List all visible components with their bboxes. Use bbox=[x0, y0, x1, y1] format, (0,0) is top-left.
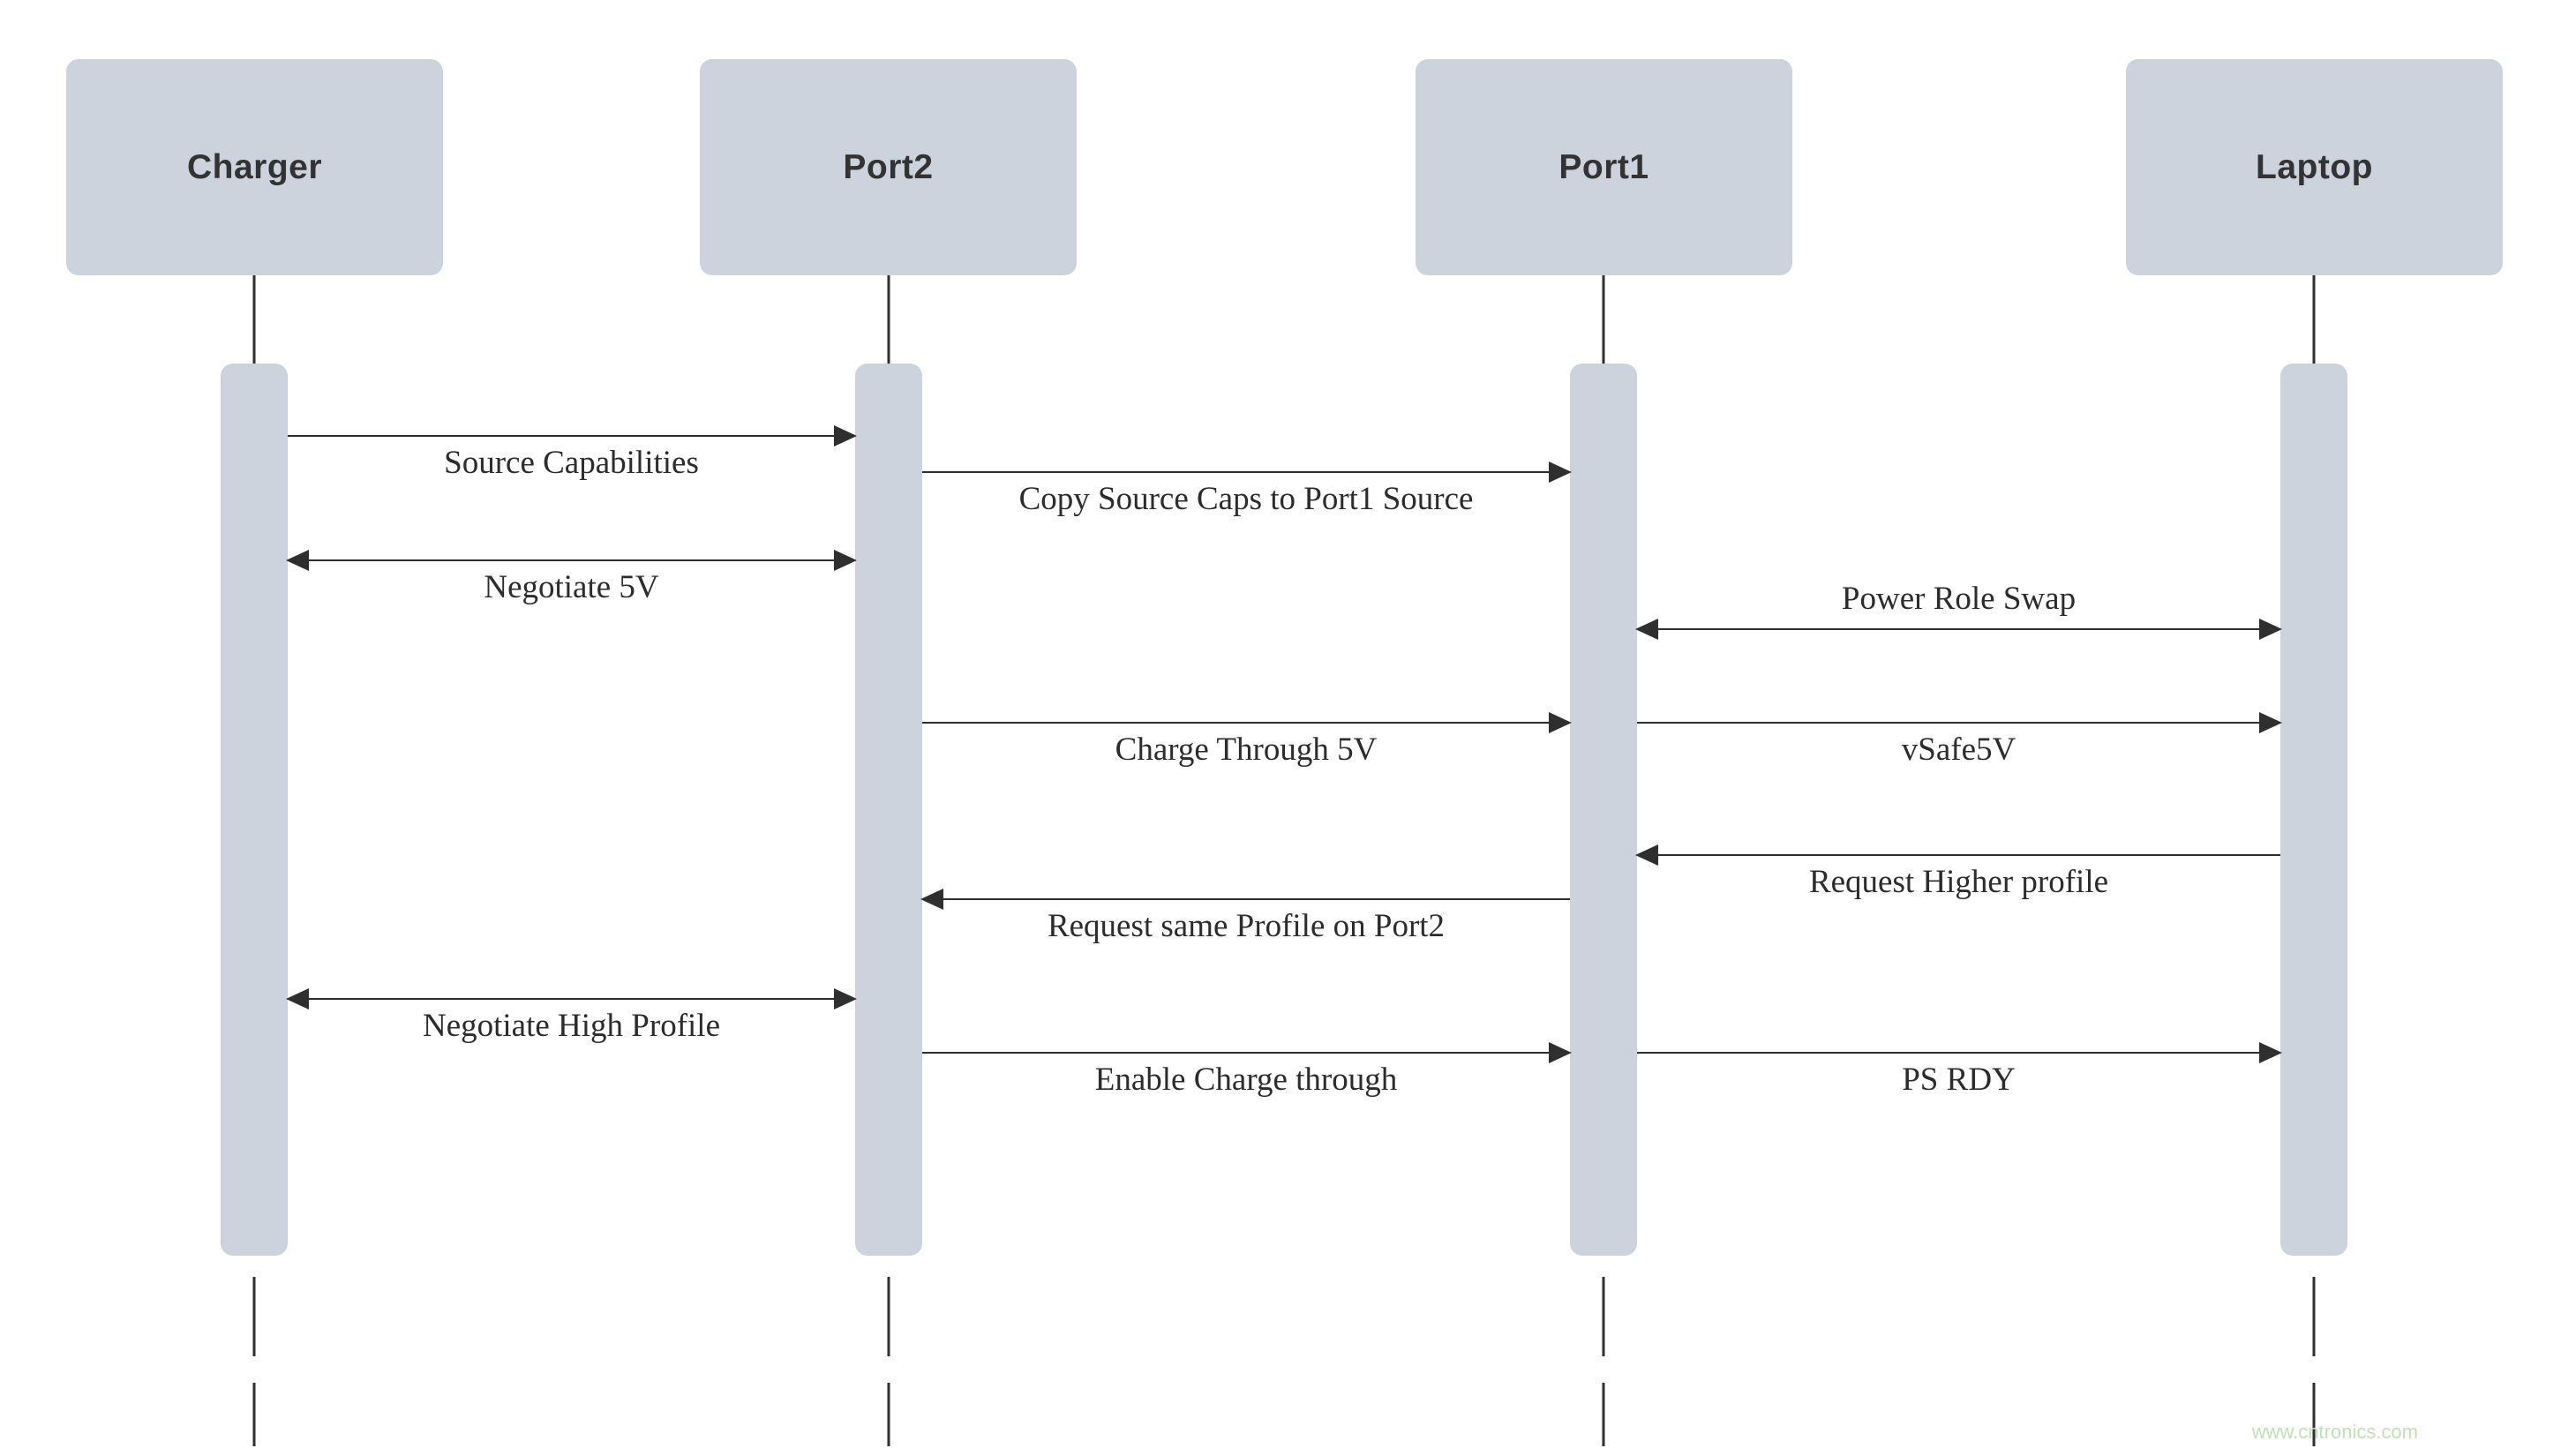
lifeline-laptop bbox=[2312, 275, 2316, 364]
message-label-request-same-profile: Request same Profile on Port2 bbox=[1047, 908, 1446, 944]
arrowhead-right-icon bbox=[834, 988, 857, 1009]
lifeline-port1 bbox=[1602, 1383, 1605, 1446]
message-line-power-role-swap bbox=[1637, 628, 2280, 630]
message-label-copy-source-caps: Copy Source Caps to Port1 Source bbox=[1018, 481, 1474, 517]
arrowhead-right-icon bbox=[1549, 712, 1572, 733]
arrowhead-left-icon bbox=[286, 988, 309, 1009]
message-label-source-capabilities: Source Capabilities bbox=[444, 445, 699, 481]
message-line-ps-rdy bbox=[1637, 1052, 2280, 1054]
arrowhead-left-icon bbox=[286, 550, 309, 571]
arrowhead-right-icon bbox=[834, 425, 857, 447]
activation-bar-charger[interactable] bbox=[221, 364, 288, 1256]
message-line-charge-through-5v bbox=[922, 722, 1570, 724]
participant-box-laptop[interactable]: Laptop bbox=[2126, 59, 2503, 275]
message-line-negotiate-5v bbox=[288, 559, 855, 561]
participant-label-port1: Port1 bbox=[1558, 148, 1649, 186]
message-line-request-higher-profile bbox=[1637, 854, 2280, 856]
message-label-enable-charge-through: Enable Charge through bbox=[1094, 1062, 1398, 1098]
message-label-ps-rdy: PS RDY bbox=[1902, 1062, 2016, 1098]
watermark: www.cntronics.com bbox=[2251, 1421, 2418, 1443]
participant-label-charger: Charger bbox=[186, 148, 323, 186]
message-label-negotiate-high-profile: Negotiate High Profile bbox=[422, 1008, 721, 1044]
arrowhead-right-icon bbox=[2259, 619, 2282, 640]
arrowhead-left-icon bbox=[1635, 844, 1658, 866]
message-line-negotiate-high-profile bbox=[288, 998, 855, 1000]
lifeline-charger bbox=[252, 1383, 256, 1446]
message-label-request-higher-profile: Request Higher profile bbox=[1808, 864, 2109, 900]
lifeline-charger bbox=[252, 275, 256, 364]
arrowhead-left-icon bbox=[1635, 619, 1658, 640]
message-label-vsafe5v: vSafe5V bbox=[1901, 732, 2016, 768]
arrowhead-right-icon bbox=[2259, 1042, 2282, 1063]
participant-box-port1[interactable]: Port1 bbox=[1416, 59, 1792, 275]
arrowhead-right-icon bbox=[2259, 712, 2282, 733]
message-line-source-capabilities bbox=[288, 435, 855, 437]
message-line-request-same-profile bbox=[922, 898, 1570, 900]
message-line-enable-charge-through bbox=[922, 1052, 1570, 1054]
message-label-negotiate-5v: Negotiate 5V bbox=[484, 569, 659, 605]
activation-bar-port2[interactable] bbox=[855, 364, 922, 1256]
lifeline-port1 bbox=[1602, 1277, 1605, 1356]
participant-box-charger[interactable]: Charger bbox=[66, 59, 443, 275]
lifeline-port2 bbox=[887, 1277, 890, 1356]
message-line-copy-source-caps bbox=[922, 471, 1570, 473]
activation-bar-port1[interactable] bbox=[1570, 364, 1637, 1256]
lifeline-port1 bbox=[1602, 275, 1605, 364]
arrowhead-left-icon bbox=[920, 889, 943, 910]
lifeline-charger bbox=[252, 1277, 256, 1356]
lifeline-laptop bbox=[2312, 1383, 2316, 1446]
lifeline-port2 bbox=[887, 1383, 890, 1446]
message-label-power-role-swap: Power Role Swap bbox=[1841, 581, 2077, 617]
arrowhead-right-icon bbox=[1549, 1042, 1572, 1063]
arrowhead-right-icon bbox=[834, 550, 857, 571]
participant-label-laptop: Laptop bbox=[2256, 148, 2373, 186]
message-label-charge-through-5v: Charge Through 5V bbox=[1115, 732, 1378, 768]
lifeline-laptop bbox=[2312, 1277, 2316, 1356]
participant-box-port2[interactable]: Port2 bbox=[700, 59, 1077, 275]
participant-label-port2: Port2 bbox=[843, 148, 934, 186]
message-line-vsafe5v bbox=[1637, 722, 2280, 724]
arrowhead-right-icon bbox=[1549, 462, 1572, 483]
activation-bar-laptop[interactable] bbox=[2280, 364, 2347, 1256]
lifeline-port2 bbox=[887, 275, 890, 364]
